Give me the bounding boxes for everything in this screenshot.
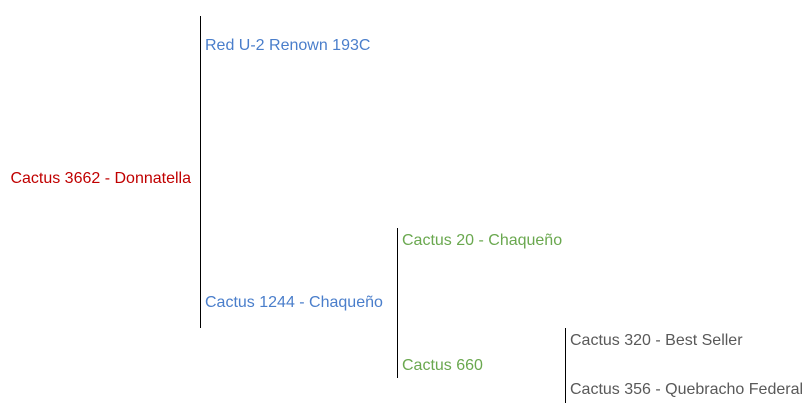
- pedigree-line-dam-dam: [565, 328, 566, 403]
- pedigree-line-dam: [397, 228, 398, 378]
- dam-dam-sire: Cactus 320 - Best Seller: [570, 332, 743, 349]
- root-animal: Cactus 3662 - Donnatella: [10, 170, 191, 187]
- dam-sire: Cactus 20 - Chaqueño: [402, 232, 563, 249]
- dam-dam-dam: Cactus 356 - Quebracho Federal: [570, 381, 804, 398]
- dam-dam: Cactus 660: [402, 357, 483, 374]
- sire: Red U-2 Renown 193C: [205, 37, 371, 54]
- dam: Cactus 1244 - Chaqueño: [205, 294, 383, 311]
- pedigree-line-root: [200, 16, 201, 328]
